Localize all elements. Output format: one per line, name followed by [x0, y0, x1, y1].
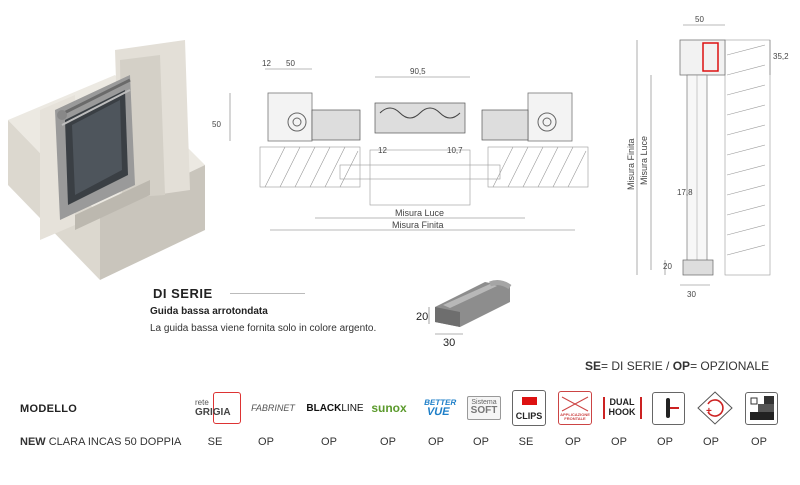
heading-divider — [230, 293, 305, 294]
rotation-feature: + — [695, 388, 735, 428]
cell-profile-block: OP — [751, 436, 767, 448]
table-row-model: NEW CLARA INCAS 50 DOPPIA — [20, 436, 181, 448]
section-dim-50: 50 — [695, 15, 704, 24]
logo-sistema-soft: Sistema SOFT — [465, 388, 503, 428]
table-header-modello: MODELLO — [20, 403, 78, 415]
section-dim-20: 20 — [663, 262, 672, 271]
logo-clips: CLIPS — [510, 388, 548, 428]
section-label-luce: Misura Luce — [639, 136, 649, 185]
legend-op-text: = OPZIONALE — [690, 359, 770, 373]
svg-text:+: + — [706, 406, 712, 417]
profile-dim-30: 30 — [443, 337, 455, 349]
feature-title: Guida bassa arrotondata — [150, 306, 268, 317]
plan-dim-12: 12 — [262, 59, 271, 68]
logo-fabrinet: FABRINET — [251, 403, 295, 413]
cell-fabrinet: OP — [258, 436, 274, 448]
cell-rete-grigia: SE — [207, 436, 223, 448]
front-application-icon — [561, 396, 589, 412]
plan-dim-12-bottom: 12 — [378, 146, 387, 155]
legend-se-code: SE — [585, 359, 602, 373]
section-dim-30: 30 — [687, 290, 696, 299]
cell-dual-hook: OP — [611, 436, 627, 448]
cell-clips: SE — [518, 436, 534, 448]
rotation-plus-icon: + — [697, 391, 733, 425]
plan-dim-50: 50 — [286, 59, 295, 68]
cell-sunox: OP — [380, 436, 396, 448]
legend-se-text: = DI SERIE / — [601, 359, 673, 373]
section-dim-17-8: 17,8 — [677, 188, 693, 197]
section-dim-35-2: 35,2 — [773, 52, 789, 61]
plan-dim-50-left: 50 — [212, 120, 221, 129]
cell-better-vue: OP — [428, 436, 444, 448]
vertical-section-drawing: 50 35,2 17,8 20 30 Misura Finita Misura … — [625, 5, 800, 305]
cell-rotation: OP — [703, 436, 719, 448]
logo-better-vue: BETTER VUE — [423, 397, 458, 418]
handle-feature — [650, 388, 686, 428]
plan-dim-10-7: 10,7 — [447, 146, 463, 155]
legend: SE= DI SERIE / OP= OPZIONALE — [585, 359, 769, 373]
feature-description: La guida bassa viene fornita solo in col… — [150, 323, 377, 334]
logo-rete-grigia: rete GRIGIA — [193, 388, 243, 428]
plan-dim-90-5: 90,5 — [410, 67, 426, 76]
standard-features-heading: DI SERIE — [153, 286, 213, 301]
clips-icon — [522, 397, 537, 405]
model-name: CLARA INCAS 50 DOPPIA — [45, 436, 182, 448]
profile-block-icon — [744, 391, 778, 425]
cell-applicazione-frontale: OP — [565, 436, 581, 448]
cell-blackline: OP — [321, 436, 337, 448]
logo-applicazione-frontale: APPLICAZIONE FRONTALE — [556, 388, 594, 428]
logo-dual-hook: DUAL HOOK — [602, 388, 642, 428]
cell-sistema-soft: OP — [473, 436, 489, 448]
cell-handle: OP — [657, 436, 673, 448]
product-3d-render — [0, 15, 215, 285]
plan-label-finita: Misura Finita — [392, 220, 444, 230]
profile-dim-20: 20 — [416, 311, 428, 323]
section-label-finita: Misura Finita — [626, 138, 636, 190]
legend-op-code: OP — [672, 359, 691, 373]
profile-block-feature — [743, 388, 779, 428]
plan-section-drawing: 12 50 90,5 50 12 10,7 Misura Luce Misura… — [212, 55, 620, 240]
new-badge: NEW — [20, 436, 46, 448]
plan-label-luce: Misura Luce — [395, 208, 444, 218]
bottom-guide-profile: 20 30 — [415, 272, 520, 349]
handle-icon — [651, 391, 685, 425]
logo-sunox: sunox — [371, 401, 407, 415]
